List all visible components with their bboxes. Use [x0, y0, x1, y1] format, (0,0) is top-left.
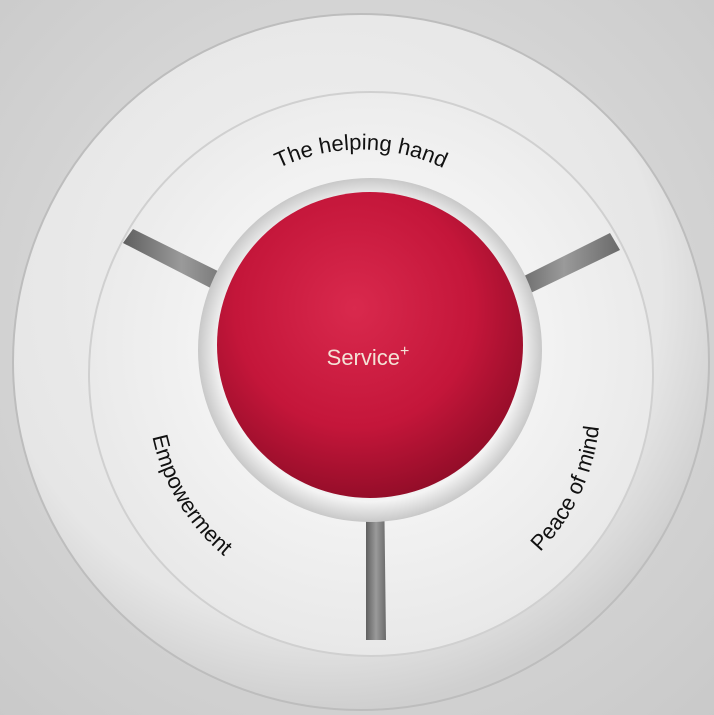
outer-ring-edge [12, 13, 710, 711]
groove-upper-left [123, 229, 240, 298]
service-core [217, 192, 523, 498]
service-label: Service+ [327, 343, 410, 370]
groove-upper-right [508, 233, 620, 300]
